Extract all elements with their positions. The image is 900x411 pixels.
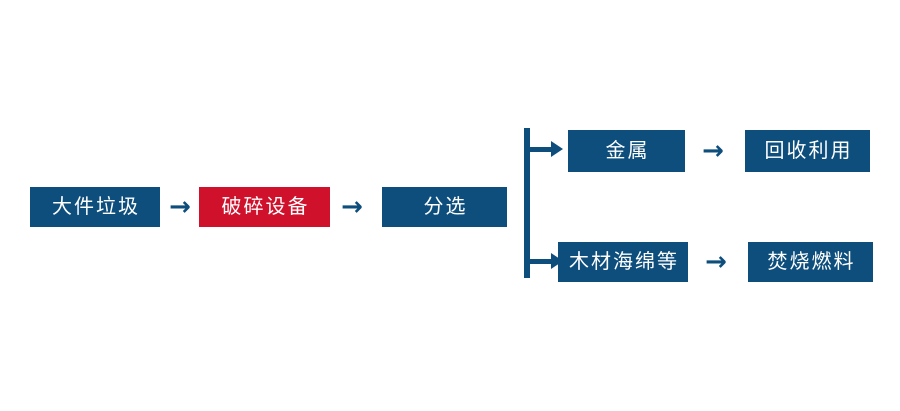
arrow-right-icon-2: → <box>341 192 363 222</box>
node-metal[interactable]: 金属 <box>568 130 685 172</box>
arrow-right-icon-4: → <box>705 247 727 277</box>
node-bulky-waste[interactable]: 大件垃圾 <box>30 187 160 227</box>
branch-arrowhead-upper-icon <box>551 141 563 157</box>
branch-stem-lower <box>530 259 552 264</box>
node-crushing-equipment[interactable]: 破碎设备 <box>199 187 330 227</box>
node-recycling[interactable]: 回收利用 <box>745 130 870 172</box>
arrow-right-icon-3: → <box>702 136 724 166</box>
branch-stem-upper <box>530 147 552 152</box>
branch-trunk-line <box>524 128 530 278</box>
node-sorting[interactable]: 分选 <box>382 187 507 227</box>
node-wood-sponge[interactable]: 木材海绵等 <box>558 242 688 282</box>
arrow-right-icon-1: → <box>169 192 191 222</box>
node-incineration-fuel[interactable]: 焚烧燃料 <box>748 242 873 282</box>
